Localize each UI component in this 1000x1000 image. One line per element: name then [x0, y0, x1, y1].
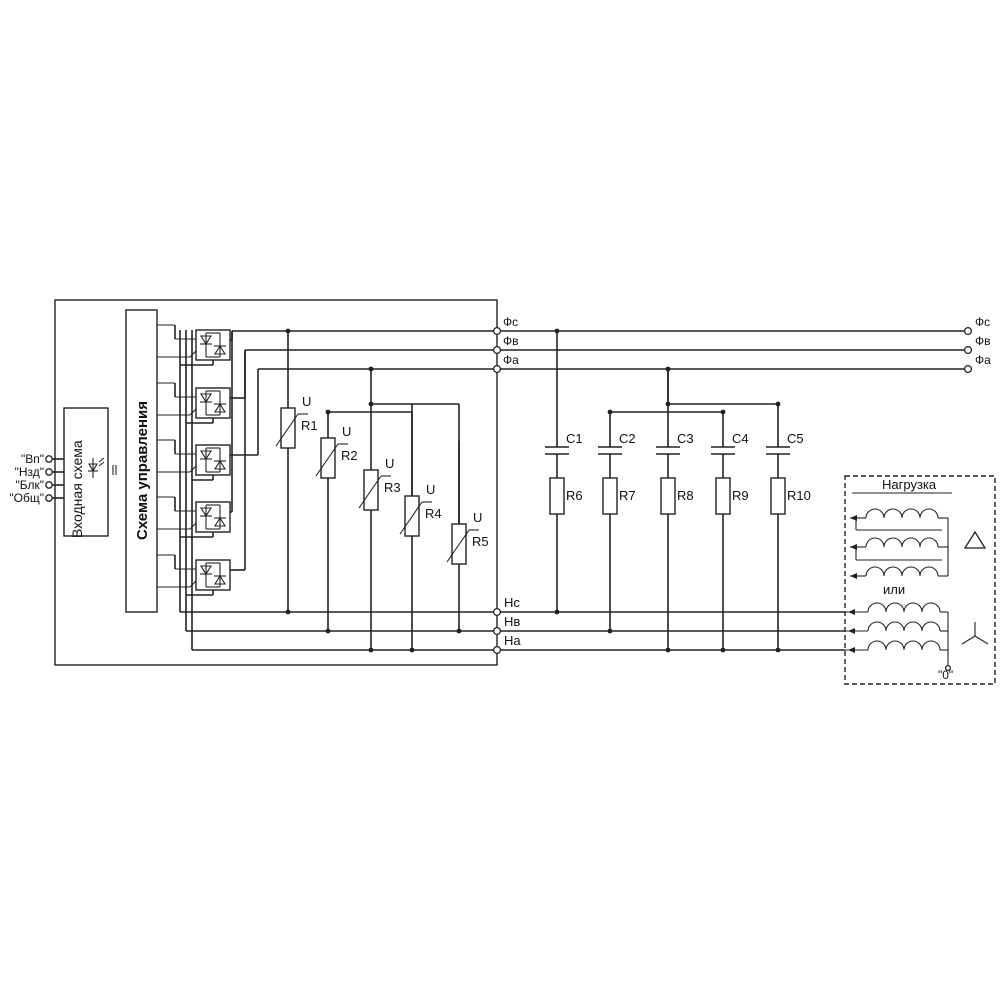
capacitor-label-3: C3	[677, 431, 694, 446]
resistor-label-2: R7	[619, 488, 636, 503]
varistor-sym-1: U	[302, 394, 311, 409]
terminal-nzd[interactable]	[45, 468, 53, 476]
varistor-sym-5: U	[473, 510, 482, 525]
load-block: Нагрузка или "0"	[844, 475, 996, 685]
load-or-label: или	[883, 582, 905, 597]
load-terminals: Нс Нв На	[492, 595, 521, 655]
load-buses	[180, 611, 845, 651]
capacitor-label-4: C4	[732, 431, 749, 446]
thyristor-module-5	[157, 350, 246, 596]
varistor-label-5: R5	[472, 534, 489, 549]
terminal-nc[interactable]	[492, 607, 502, 617]
optocoupler-icon	[88, 457, 105, 478]
label-nv: Нв	[504, 614, 520, 629]
resistor-label-5: R10	[787, 488, 811, 503]
varistor-r2: U R2	[315, 412, 358, 634]
star-winding-3	[845, 640, 948, 653]
label-fa-out: Фа	[975, 353, 991, 367]
label-fv-out: Фв	[975, 334, 991, 348]
label-fv-in: Фв	[503, 334, 519, 348]
varistor-label-4: R4	[425, 506, 442, 521]
terminal-nv[interactable]	[492, 626, 502, 636]
terminal-vp[interactable]	[45, 455, 53, 463]
varistor-sym-2: U	[342, 424, 351, 439]
input-terminals: "Вп" "Нзд" "Блк" "Общ"	[9, 452, 64, 505]
phase-terminals-out: Фс Фв Фа	[963, 315, 991, 374]
delta-winding-1	[850, 508, 948, 521]
terminal-fa-out[interactable]	[963, 364, 973, 374]
label-nc: Нс	[504, 595, 520, 610]
varistor-label-1: R1	[301, 418, 318, 433]
varistor-r3: U R3	[358, 369, 401, 653]
thyristor-module-1	[157, 324, 233, 366]
thyristor-module-3	[157, 369, 259, 481]
phase-buses	[232, 330, 968, 370]
varistor-sym-4: U	[426, 482, 435, 497]
input-circuit-label: Входная схема	[69, 440, 85, 538]
input-label-nzd: "Нзд"	[15, 465, 44, 479]
label-na: На	[504, 633, 521, 648]
control-circuit-block: Схема управления	[125, 309, 158, 613]
input-label-vp: "Вп"	[21, 452, 44, 466]
terminal-blk[interactable]	[45, 481, 53, 489]
resistor-label-4: R9	[732, 488, 749, 503]
terminal-fc-out[interactable]	[963, 326, 973, 336]
terminal-fa-in[interactable]	[492, 364, 502, 374]
thyristor-module-2	[157, 350, 246, 424]
resistor-label-3: R8	[677, 488, 694, 503]
thyristor-modules	[157, 324, 259, 650]
delta-winding-2	[850, 537, 948, 550]
terminal-fv-in[interactable]	[492, 345, 502, 355]
terminal-obsh[interactable]	[45, 494, 53, 502]
load-title: Нагрузка	[882, 477, 937, 492]
control-circuit-label: Схема управления	[134, 401, 151, 540]
load-windings	[845, 508, 952, 672]
star-winding-2	[845, 621, 948, 634]
label-fa-in: Фа	[503, 353, 519, 367]
label-fc-in: Фс	[503, 315, 518, 329]
resistor-label-1: R6	[566, 488, 583, 503]
input-label-blk: "Блк"	[15, 478, 44, 492]
varistor-sym-3: U	[385, 456, 394, 471]
star-winding-1	[845, 602, 948, 615]
load-neutral-label: "0"	[938, 668, 953, 682]
varistor-label-2: R2	[341, 448, 358, 463]
star-icon	[961, 622, 989, 645]
delta-winding-3	[850, 566, 948, 579]
input-circuit-block: Входная схема	[63, 407, 117, 538]
phase-terminals-in: Фс Фв Фа	[492, 315, 519, 374]
capacitor-label-2: C2	[619, 431, 636, 446]
terminal-fv-out[interactable]	[963, 345, 973, 355]
terminal-fc-in[interactable]	[492, 326, 502, 336]
label-fc-out: Фс	[975, 315, 990, 329]
capacitor-label-1: C1	[566, 431, 583, 446]
thyristor-module-4	[157, 331, 233, 538]
delta-icon	[963, 530, 987, 549]
capacitor-label-5: C5	[787, 431, 804, 446]
terminal-na[interactable]	[492, 645, 502, 655]
varistor-label-3: R3	[384, 480, 401, 495]
input-label-obsh: "Общ"	[9, 491, 44, 505]
